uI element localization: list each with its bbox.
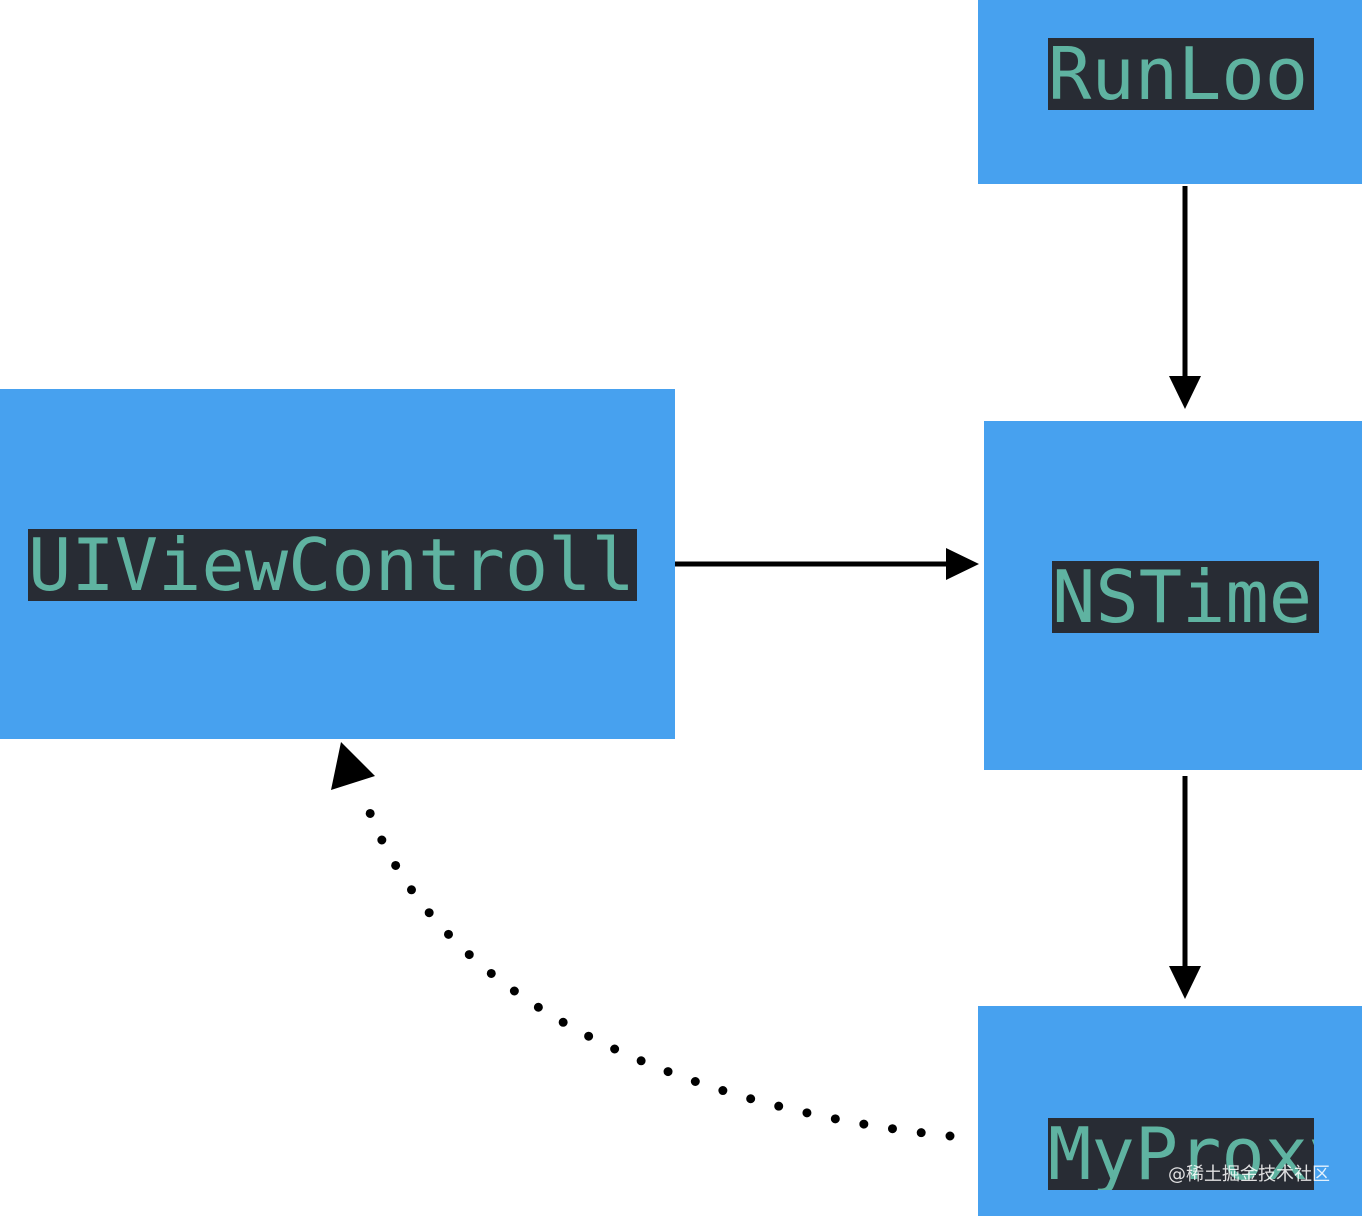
watermark: @稀土掘金技术社区: [1168, 1164, 1330, 1185]
edge-runloop-to-nstimer: [1169, 186, 1201, 409]
arrowhead-up-icon: [331, 742, 375, 790]
arrowhead-down-icon: [1169, 966, 1201, 999]
uiviewcontroller-node: UIViewController: [0, 389, 675, 739]
edge-uiviewcontroller-to-nstimer: [675, 548, 979, 580]
edge-nstimer-to-myproxy: [1169, 776, 1201, 999]
nstimer-label: NSTimer: [1052, 561, 1319, 633]
arrowhead-down-icon: [1169, 376, 1201, 409]
myproxy-label: MyProxy: [1048, 1118, 1314, 1190]
runloop-node: RunLoop: [978, 0, 1362, 184]
edge-myproxy-to-uiviewcontroller: [331, 742, 955, 1141]
nstimer-node: NSTimer: [984, 421, 1362, 770]
myproxy-node: MyProxy: [978, 1006, 1362, 1216]
uiviewcontroller-label: UIViewController: [28, 529, 637, 601]
runloop-label: RunLoop: [1048, 38, 1314, 110]
arrowhead-right-icon: [946, 548, 979, 580]
